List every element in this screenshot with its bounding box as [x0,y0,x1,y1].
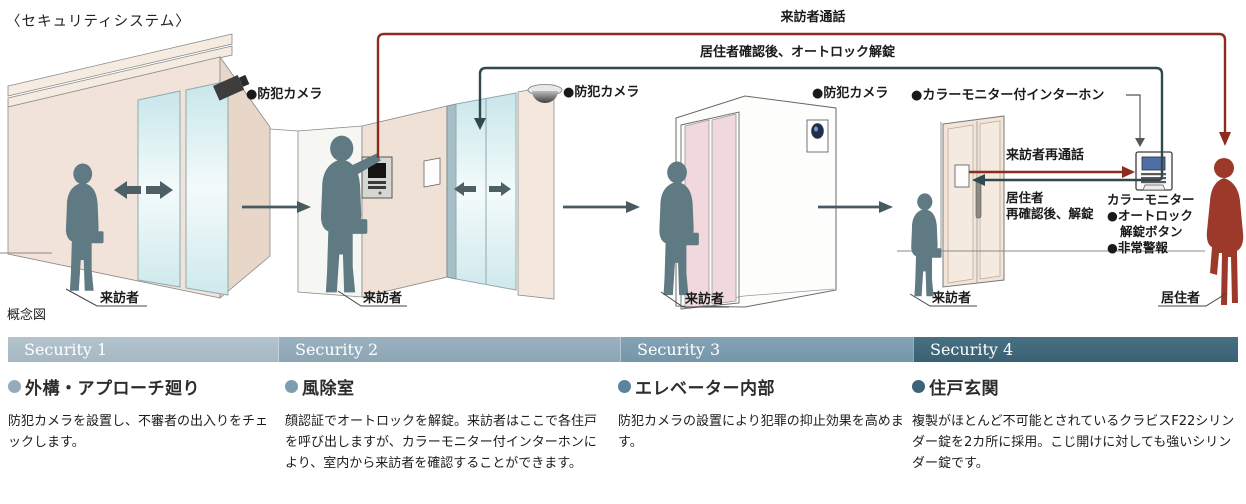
dome-camera-icon [527,84,563,103]
label-visitor-3: 来訪者 [685,292,725,307]
flow-arrow-icon [242,201,893,213]
section-approach-body: 防犯カメラを設置し、不審者の出入りをチェックします。 [8,414,269,451]
monitor-feature-labels: カラーモニター ●オートロック 解錠ボタン ●非常警報 [1107,192,1195,256]
label-autolock-button-line1: ●オートロック [1107,208,1193,223]
resident-figure [1206,158,1244,305]
section-heading-text: 住戸玄関 [929,379,999,399]
visitor-figure [911,193,942,297]
bullet-icon [285,380,298,393]
label-emergency-alarm: ●非常警報 [1107,240,1168,255]
scene-vestibule [297,84,563,300]
section-unit-entrance-heading: 住戸玄関 [912,374,1240,399]
section-heading-text: 風除室 [302,379,355,399]
section-unit-entrance: 住戸玄関 複製がほとんど不可能とされているクラビスF22シリンダー錠を2カ所に採… [912,374,1240,474]
label-camera-entrance: ●防犯カメラ [246,87,323,102]
label-pointer-lines [65,288,1228,308]
diagram-caption: 概念図 [7,308,47,323]
scene-entrance [0,33,299,299]
intercom-label-connector [1126,94,1145,147]
label-resident-reconfirm-line1: 居住者 [1006,190,1044,205]
label-resident: 居住者 [1161,291,1201,306]
label-visitor-4: 来訪者 [932,291,972,306]
section-heading-text: エレベーター内部 [635,379,775,399]
scene-unit-entrance [897,115,1244,305]
label-autolock-release: 居住者確認後、オートロック解錠 [700,45,896,60]
section-heading-text: 外構・アプローチ廻り [25,379,200,399]
label-color-monitor: カラーモニター [1107,192,1195,207]
flow-line-autolock-release [474,66,1164,186]
bullet-icon [912,380,925,393]
label-visitor-2: 来訪者 [363,291,403,306]
label-resident-reconfirm: 居住者 再確認後、解錠 [1006,190,1094,222]
color-monitor-intercom [1135,151,1173,191]
security-3-badge: Security 3 [620,337,913,362]
label-camera-vestibule: ●防犯カメラ [563,85,640,100]
section-unit-entrance-body: 複製がほとんど不可能とされているクラビスF22シリンダー錠を2カ所に採用。こじ開… [912,414,1235,472]
section-elevator-body: 防犯カメラの設置により犯罪の抑止効果を高めます。 [618,414,904,451]
section-elevator: エレベーター内部 防犯カメラの設置により犯罪の抑止効果を高めます。 [618,374,908,453]
label-visitor-recall: 来訪者再通話 [1006,148,1085,163]
section-approach: 外構・アプローチ廻り 防犯カメラを設置し、不審者の出入りをチェックします。 [8,374,280,453]
door-intercom-device [954,164,970,188]
scene-elevator [659,95,837,310]
bullet-icon [8,380,21,393]
label-resident-reconfirm-line2: 再確認後、解錠 [1006,206,1094,221]
security-step-bar: Security 1 Security 2 Security 3 Securit… [8,337,1238,362]
door-handle [975,179,982,219]
page-title: 〈セキュリティシステム〉 [6,14,191,30]
elevator-door [711,113,737,305]
section-vestibule: 風除室 顔認証でオートロックを解錠。来訪者はここで各住戸を呼び出しますが、カラー… [285,374,607,474]
cctv-camera-icon [213,74,250,101]
section-elevator-heading: エレベーター内部 [618,374,908,399]
section-vestibule-body: 顔認証でオートロックを解錠。来訪者はここで各住戸を呼び出しますが、カラーモニター… [285,414,598,472]
label-color-monitor-intercom: ●カラーモニター付インターホン [911,88,1105,103]
elevator-camera-icon [806,119,829,153]
label-visitor-call: 来訪者通話 [780,10,846,25]
label-visitor-1: 来訪者 [100,291,140,306]
diagram-illustration [0,32,1244,310]
flow-line-visitor-call [376,32,1231,178]
bullet-icon [618,380,631,393]
security-4-badge: Security 4 [913,337,1238,362]
door-open-arrows-icon [454,182,511,196]
door-open-arrows-icon [114,181,173,199]
entrance-glass-door [185,80,229,296]
label-camera-elevator: ●防犯カメラ [812,86,889,101]
security-1-badge: Security 1 [8,337,278,362]
face-recognition-intercom [361,156,393,199]
section-approach-heading: 外構・アプローチ廻り [8,374,280,399]
section-vestibule-heading: 風除室 [285,374,607,399]
security-2-badge: Security 2 [278,337,620,362]
label-autolock-button-line2: 解錠ボタン [1120,224,1183,239]
